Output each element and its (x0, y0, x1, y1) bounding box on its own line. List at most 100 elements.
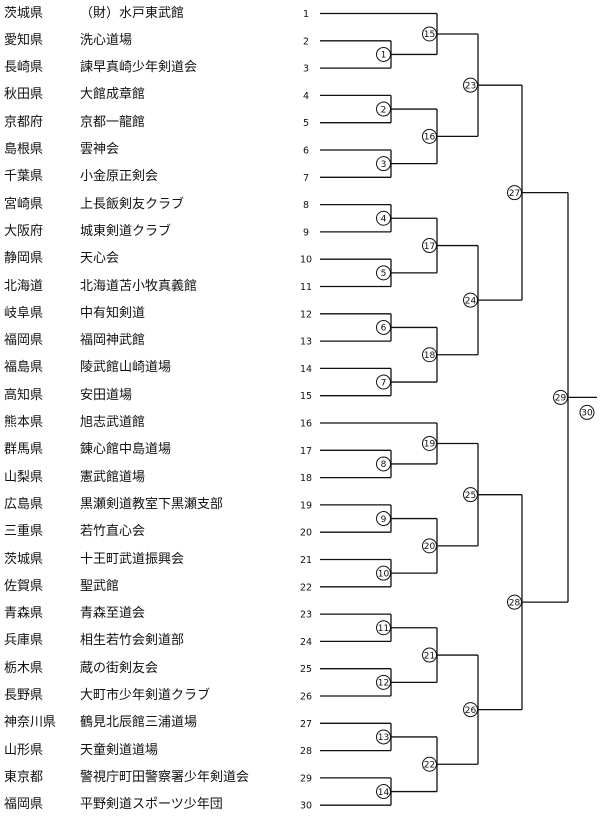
team-prefecture: 静岡県 (4, 251, 44, 267)
seed-number: 16 (300, 419, 312, 430)
seed-number: 9 (303, 227, 309, 238)
team-club-name: 天心会 (80, 251, 120, 267)
team-row: 北海道北海道苫小牧真義館 (0, 277, 300, 297)
team-row: 佐賀県聖武館 (0, 577, 300, 597)
match-marker (376, 319, 391, 335)
seed-number: 3 (303, 64, 309, 75)
team-club-name: 若竹直心会 (80, 524, 146, 540)
match-marker (553, 389, 568, 405)
match-marker (422, 128, 437, 144)
seed-number: 12 (300, 309, 312, 320)
match-number: 22 (424, 760, 435, 770)
team-prefecture: 宮崎県 (4, 196, 44, 212)
team-prefecture: 高知県 (4, 387, 44, 403)
team-club-name: 京都一龍館 (80, 114, 146, 130)
team-prefecture: 兵庫県 (4, 633, 44, 649)
team-club-name: 上長飯剣友クラブ (80, 196, 185, 212)
team-prefecture: 岐阜県 (4, 305, 44, 321)
seed-number: 23 (300, 610, 312, 621)
seed-number: 15 (300, 391, 312, 402)
team-row: 青森県 青森至道会 (0, 604, 300, 624)
team-club-name: 天童剣道道場 (80, 742, 159, 758)
team-row: 東京都警視庁町田警察署少年剣道会 (0, 768, 300, 788)
match-number: 26 (465, 706, 477, 716)
match-marker (376, 565, 391, 581)
team-prefecture: 愛知県 (4, 32, 44, 48)
match-marker (376, 674, 391, 690)
match-number: 15 (424, 30, 435, 40)
team-prefecture: 山形県 (4, 742, 44, 758)
team-club-name: 大館成章館 (80, 87, 146, 103)
match-marker (422, 238, 437, 254)
team-row: 京都府京都一龍館 (0, 113, 300, 133)
team-prefecture: 島根県 (4, 142, 44, 157)
team-row: 三重県若竹直心会 (0, 522, 300, 542)
team-prefecture: 長崎県 (4, 60, 44, 76)
team-row: 茨城県（財）水戸東武館 (0, 4, 300, 24)
seed-number: 4 (303, 91, 309, 102)
match-number: 27 (509, 189, 520, 199)
team-prefecture: 山梨県 (4, 469, 44, 485)
match-marker (579, 404, 595, 420)
match-marker (422, 647, 437, 663)
team-club-name: 旭志武道館 (80, 415, 146, 430)
seed-number: 1 (303, 9, 309, 20)
match-marker (376, 101, 391, 117)
match-marker (376, 46, 391, 62)
seed-number: 18 (300, 473, 312, 484)
match-marker (376, 156, 391, 172)
match-number: 3 (381, 160, 387, 170)
match-marker (376, 729, 391, 745)
match-marker (376, 456, 391, 472)
match-marker (507, 185, 522, 201)
team-row: 群馬県錬心館中島道場 (0, 440, 300, 460)
team-club-name: 城東剣道クラブ (80, 223, 172, 239)
match-number: 13 (378, 733, 389, 743)
team-prefecture: 熊本県 (4, 415, 44, 430)
seed-number: 29 (300, 773, 312, 784)
team-prefecture: 栃木県 (4, 660, 44, 676)
team-prefecture: 青森県 (4, 606, 44, 622)
seed-number: 13 (300, 337, 312, 348)
match-number: 2 (381, 105, 387, 115)
match-marker (463, 292, 478, 308)
seed-number: 17 (300, 446, 312, 457)
seed-number: 20 (300, 528, 312, 539)
team-row: 広島県黒瀬剣道教室下黒瀬支部 (0, 495, 300, 515)
team-row: 愛知県 洗心道場 (0, 31, 300, 51)
team-row: 福岡県平野剣道スポーツ少年団 (0, 795, 300, 815)
team-prefecture: 福岡県 (4, 333, 44, 349)
team-club-name: 青森至道会 (80, 606, 146, 622)
match-number: 21 (424, 651, 435, 661)
team-prefecture: 福島県 (4, 360, 44, 376)
team-prefecture: 千葉県 (4, 169, 44, 185)
team-prefecture: 群馬県 (4, 442, 44, 458)
team-row: 茨城県十王町武道振興会 (0, 550, 300, 570)
team-club-name: 相生若竹会剣道部 (80, 633, 185, 649)
match-number: 6 (381, 324, 387, 334)
match-number: 11 (378, 624, 389, 634)
seed-number: 5 (303, 118, 309, 129)
team-prefecture: 北海道 (4, 278, 44, 294)
team-club-name: 雲神会 (80, 142, 120, 157)
match-number: 14 (378, 788, 390, 798)
match-number: 8 (381, 460, 387, 470)
seed-number: 30 (300, 801, 312, 812)
match-marker (376, 784, 391, 800)
team-row: 長野県大町市少年剣道クラブ (0, 686, 300, 706)
match-marker (463, 487, 478, 503)
team-row: 高知県安田道場 (0, 386, 300, 406)
team-club-name: 聖武館 (80, 578, 120, 594)
bracket-lines (320, 12, 597, 806)
match-marker (463, 702, 478, 718)
team-club-name: 洗心道場 (80, 32, 133, 48)
team-prefecture: 東京都 (4, 769, 44, 785)
team-row: 福岡県福岡神武館 (0, 331, 300, 351)
match-number: 30 (581, 409, 593, 419)
team-club-name: 平野剣道スポーツ少年団 (80, 797, 223, 813)
team-row: 長崎県諫早真崎少年剣道会 (0, 58, 300, 78)
team-club-name: （財）水戸東武館 (80, 5, 185, 21)
seed-number: 11 (300, 282, 312, 293)
match-number: 16 (424, 133, 436, 143)
seed-number: 24 (300, 637, 312, 648)
